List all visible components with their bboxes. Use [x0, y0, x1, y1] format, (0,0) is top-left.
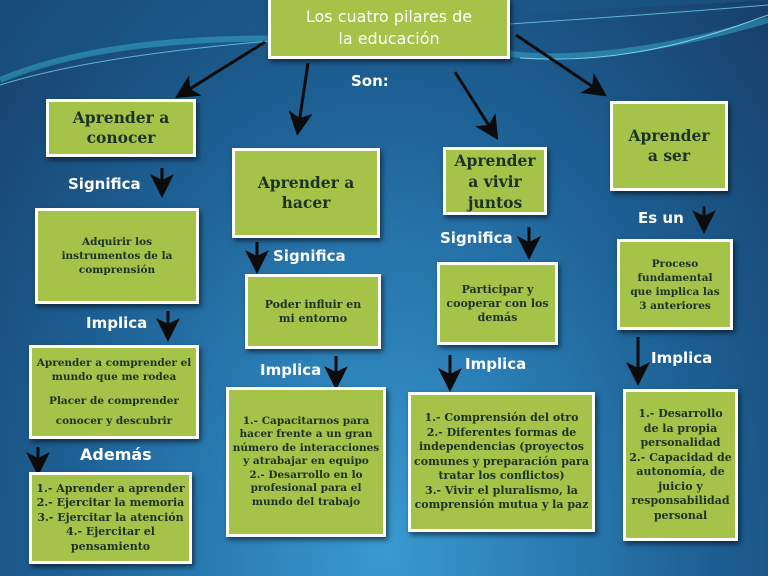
pillar-name-line: Aprender a [72, 108, 170, 127]
implies-line: comprensión mutua y la paz [414, 498, 589, 512]
pillar-box-ser: Aprender a ser [610, 101, 728, 191]
relation-label-implica: Implica [260, 361, 322, 379]
extra-line: 2.- Ejercitar la memoria [36, 496, 185, 510]
pillar-name-line: a ser [647, 146, 691, 165]
implies-line: tratar los conflictos) [438, 469, 565, 483]
implies-line: 1.- Desarrollo [638, 407, 723, 420]
implies-line: número de interacciones [232, 441, 380, 454]
implies-box-vivir-juntos: 1.- Comprensión del otro 2.- Diferentes … [408, 392, 595, 532]
implies-box-conocer: Aprender a comprender el mundo que me ro… [29, 345, 199, 439]
pillar-name-line: conocer [86, 128, 156, 147]
meaning-line: Proceso [651, 257, 699, 270]
pillar-box-hacer: Aprender a hacer [232, 148, 380, 238]
meaning-line: que implica las [630, 285, 720, 298]
extra-box-conocer: 1.- Aprender a aprender 2.- Ejercitar la… [29, 472, 192, 564]
pillar-name-line: hacer [281, 193, 331, 212]
implies-line: profesional para el [250, 482, 362, 495]
relation-label-significa: Significa [273, 247, 346, 265]
relation-label-es-un: Es un [638, 209, 684, 227]
pillar-name-line: Aprender [454, 150, 536, 170]
extra-line: 3.- Ejercitar la atención [37, 510, 184, 524]
title-line-2: la educación [338, 29, 440, 48]
implies-line: independencias (proyectos [419, 440, 584, 454]
implies-line: 1.- Capacitarnos para [242, 414, 370, 427]
meaning-line: Participar y [461, 282, 534, 296]
implies-line: 1.- Comprensión del otro [424, 411, 579, 425]
son-label: Son: [351, 72, 389, 90]
implies-line: 2.- Desarrollo en lo [249, 468, 363, 481]
pillar-name-line: juntos [467, 192, 523, 212]
title-box: Los cuatro pilares de la educación [268, 0, 510, 59]
relation-label-significa: Significa [68, 175, 141, 193]
relation-label-implica: Implica [86, 314, 148, 332]
relation-label-ademas: Además [80, 445, 152, 464]
meaning-line: fundamental [637, 271, 713, 284]
implies-line: mundo que me rodea [51, 371, 177, 383]
implies-line: autonomía, de [636, 465, 725, 478]
title-line-1: Los cuatro pilares de [305, 7, 473, 26]
implies-line: de la propia [643, 421, 718, 435]
implies-line: juicio y [658, 479, 703, 493]
implies-line: responsabilidad [631, 494, 730, 507]
implies-line: Placer de comprender [49, 395, 179, 407]
implies-line: 2.- Diferentes formas de [426, 425, 577, 439]
implies-line: 2.- Capacidad de [629, 450, 732, 464]
implies-box-hacer: 1.- Capacitarnos para hacer frente a un … [226, 387, 386, 537]
implies-line: hacer frente a un gran [239, 428, 373, 441]
pillar-name-line: Aprender [628, 126, 710, 145]
implies-line: comunes y preparación para [414, 454, 589, 468]
meaning-line: Poder influir en [264, 297, 362, 311]
implies-line: 3.- Vivir el pluralismo, la [425, 483, 578, 497]
meaning-box-conocer: Adquirir los instrumentos de la comprens… [35, 208, 199, 304]
extra-line: 4.- Ejercitar el [66, 525, 155, 539]
implies-line: personalidad [640, 436, 721, 449]
pillar-name-line: a vivir [468, 171, 522, 191]
implies-line: y atrabajar en equipo [243, 455, 369, 468]
meaning-line: mi entorno [278, 311, 348, 325]
meaning-line: instrumentos de la [61, 250, 173, 262]
extra-line: 1.- Aprender a aprender [36, 481, 185, 495]
pillar-box-conocer: Aprender a conocer [46, 99, 196, 157]
meaning-line: Adquirir los [81, 236, 153, 248]
implies-line: personal [653, 508, 708, 522]
meaning-box-ser: Proceso fundamental que implica las 3 an… [617, 239, 733, 330]
pillar-name-line: Aprender a [257, 173, 355, 192]
implies-box-ser: 1.- Desarrollo de la propia personalidad… [623, 389, 738, 541]
relation-label-implica: Implica [651, 349, 713, 367]
meaning-line: 3 anteriores [639, 299, 711, 312]
meaning-line: cooperar con los [446, 296, 549, 310]
meaning-line: demás [477, 310, 518, 324]
relation-label-significa: Significa [440, 229, 513, 247]
meaning-box-hacer: Poder influir en mi entorno [245, 274, 381, 349]
relation-label-implica: Implica [465, 355, 527, 373]
implies-line: Aprender a comprender el [36, 357, 192, 369]
meaning-line: comprensión [78, 264, 156, 276]
implies-line: conocer y descubrir [55, 415, 173, 427]
pillar-box-vivir-juntos: Aprender a vivir juntos [443, 147, 547, 215]
meaning-box-vivir-juntos: Participar y cooperar con los demás [437, 262, 558, 345]
extra-line: pensamiento [70, 539, 151, 553]
implies-line: mundo del trabajo [251, 495, 361, 508]
